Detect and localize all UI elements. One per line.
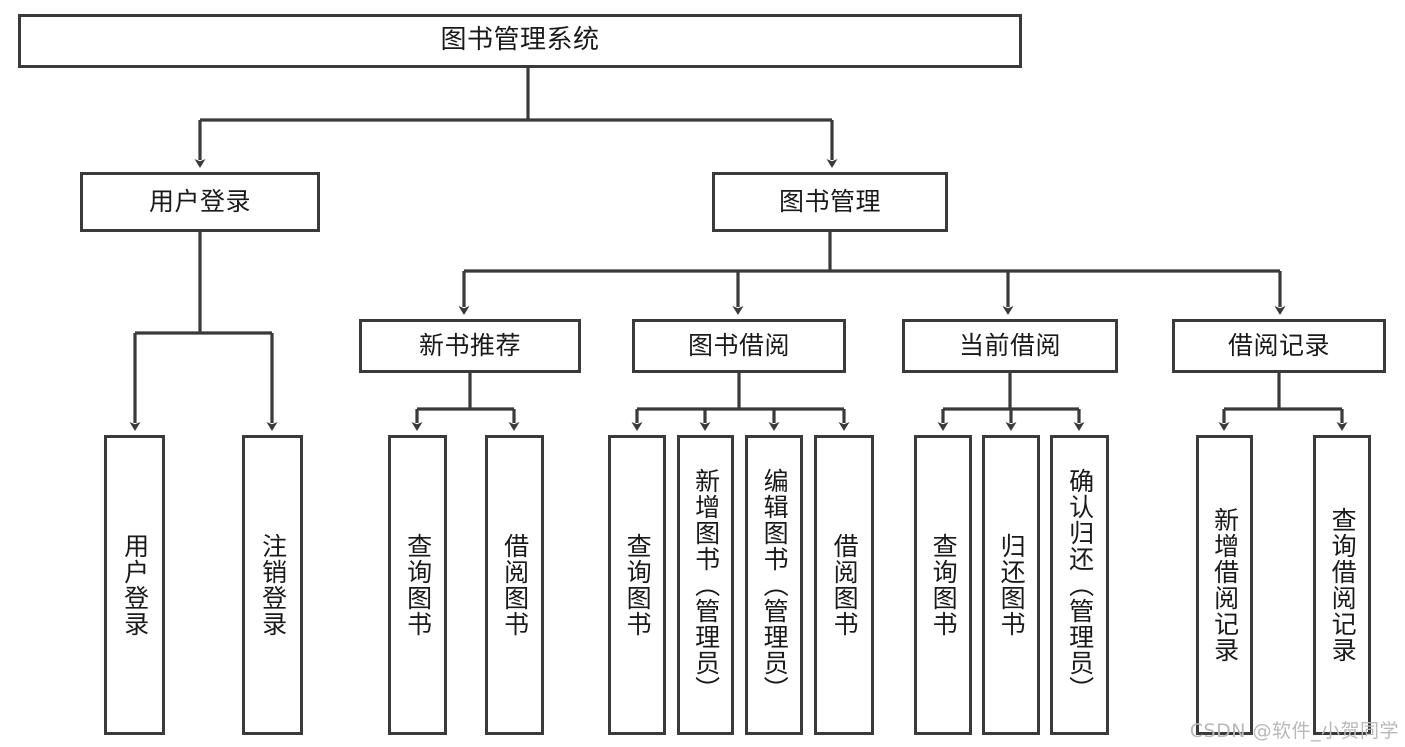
node-root-label: 图书管理系统: [440, 25, 600, 56]
node-leaf-add-book[interactable]: 新增图书（管理员）: [677, 435, 734, 735]
node-leaf-edit-book[interactable]: 编辑图书（管理员）: [745, 435, 803, 735]
node-book-borrow-label: 图书借阅: [687, 331, 790, 360]
node-leaf-query-record[interactable]: 查询借阅记录: [1313, 435, 1371, 735]
node-leaf-borrow-book-1-label: 借阅图书: [500, 533, 530, 637]
node-current-borrow-label: 当前借阅: [958, 331, 1061, 360]
node-leaf-confirm-return-label: 确认归还（管理员）: [1065, 468, 1095, 702]
node-leaf-query-book-3-label: 查询图书: [929, 533, 959, 637]
node-root[interactable]: 图书管理系统: [18, 14, 1022, 68]
node-book-manage-label: 图书管理: [778, 187, 881, 216]
node-new-book-recommend[interactable]: 新书推荐: [359, 319, 581, 373]
node-borrow-record[interactable]: 借阅记录: [1172, 319, 1386, 373]
node-leaf-user-logout[interactable]: 注销登录: [242, 435, 303, 735]
node-book-manage[interactable]: 图书管理: [712, 172, 948, 232]
node-leaf-add-record[interactable]: 新增借阅记录: [1196, 435, 1253, 735]
node-leaf-query-book-2-label: 查询图书: [623, 533, 653, 637]
node-leaf-query-book-3[interactable]: 查询图书: [914, 435, 972, 735]
node-user-login-label: 用户登录: [148, 187, 251, 216]
node-leaf-user-logout-label: 注销登录: [258, 533, 288, 637]
node-leaf-user-login[interactable]: 用户登录: [104, 435, 165, 735]
node-leaf-return-book-label: 归还图书: [997, 533, 1027, 637]
csdn-watermark: CSDN @软件_小贺同学: [1189, 720, 1399, 742]
node-leaf-edit-book-label: 编辑图书（管理员）: [760, 468, 790, 702]
node-leaf-confirm-return[interactable]: 确认归还（管理员）: [1050, 435, 1109, 735]
node-current-borrow[interactable]: 当前借阅: [902, 319, 1118, 373]
node-leaf-borrow-book-2[interactable]: 借阅图书: [814, 435, 874, 735]
node-user-login[interactable]: 用户登录: [80, 172, 320, 232]
node-new-book-recommend-label: 新书推荐: [418, 331, 521, 360]
node-leaf-query-book-1[interactable]: 查询图书: [388, 435, 447, 735]
node-leaf-user-login-label: 用户登录: [120, 533, 150, 637]
node-leaf-add-record-label: 新增借阅记录: [1210, 507, 1240, 663]
node-leaf-borrow-book-1[interactable]: 借阅图书: [485, 435, 544, 735]
node-leaf-query-record-label: 查询借阅记录: [1328, 507, 1358, 663]
node-leaf-return-book[interactable]: 归还图书: [982, 435, 1040, 735]
node-borrow-record-label: 借阅记录: [1227, 331, 1330, 360]
node-leaf-borrow-book-2-label: 借阅图书: [830, 533, 860, 637]
node-leaf-add-book-label: 新增图书（管理员）: [691, 468, 721, 702]
node-book-borrow[interactable]: 图书借阅: [632, 319, 846, 373]
node-leaf-query-book-2[interactable]: 查询图书: [608, 435, 666, 735]
node-leaf-query-book-1-label: 查询图书: [403, 533, 433, 637]
